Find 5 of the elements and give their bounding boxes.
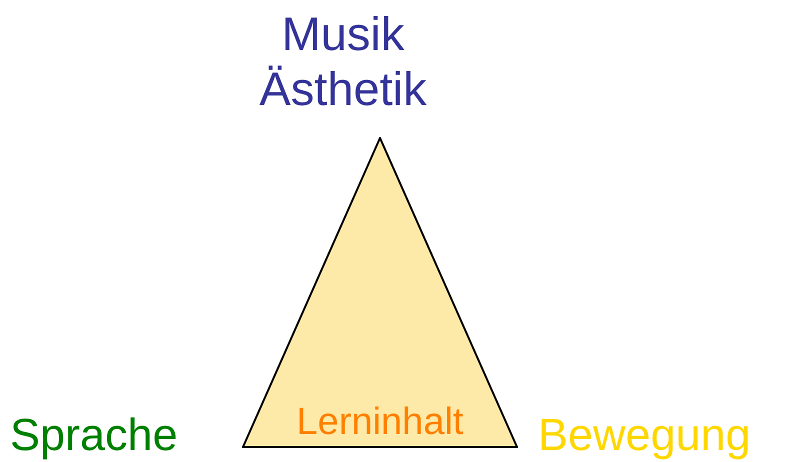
category-label: Bewegung <box>538 408 751 462</box>
triangle-shape <box>242 137 518 448</box>
category-label: Musik Ästhetik <box>258 6 428 117</box>
category-label: Sprache <box>10 408 178 462</box>
node-label: Lerninhalt <box>296 402 464 444</box>
